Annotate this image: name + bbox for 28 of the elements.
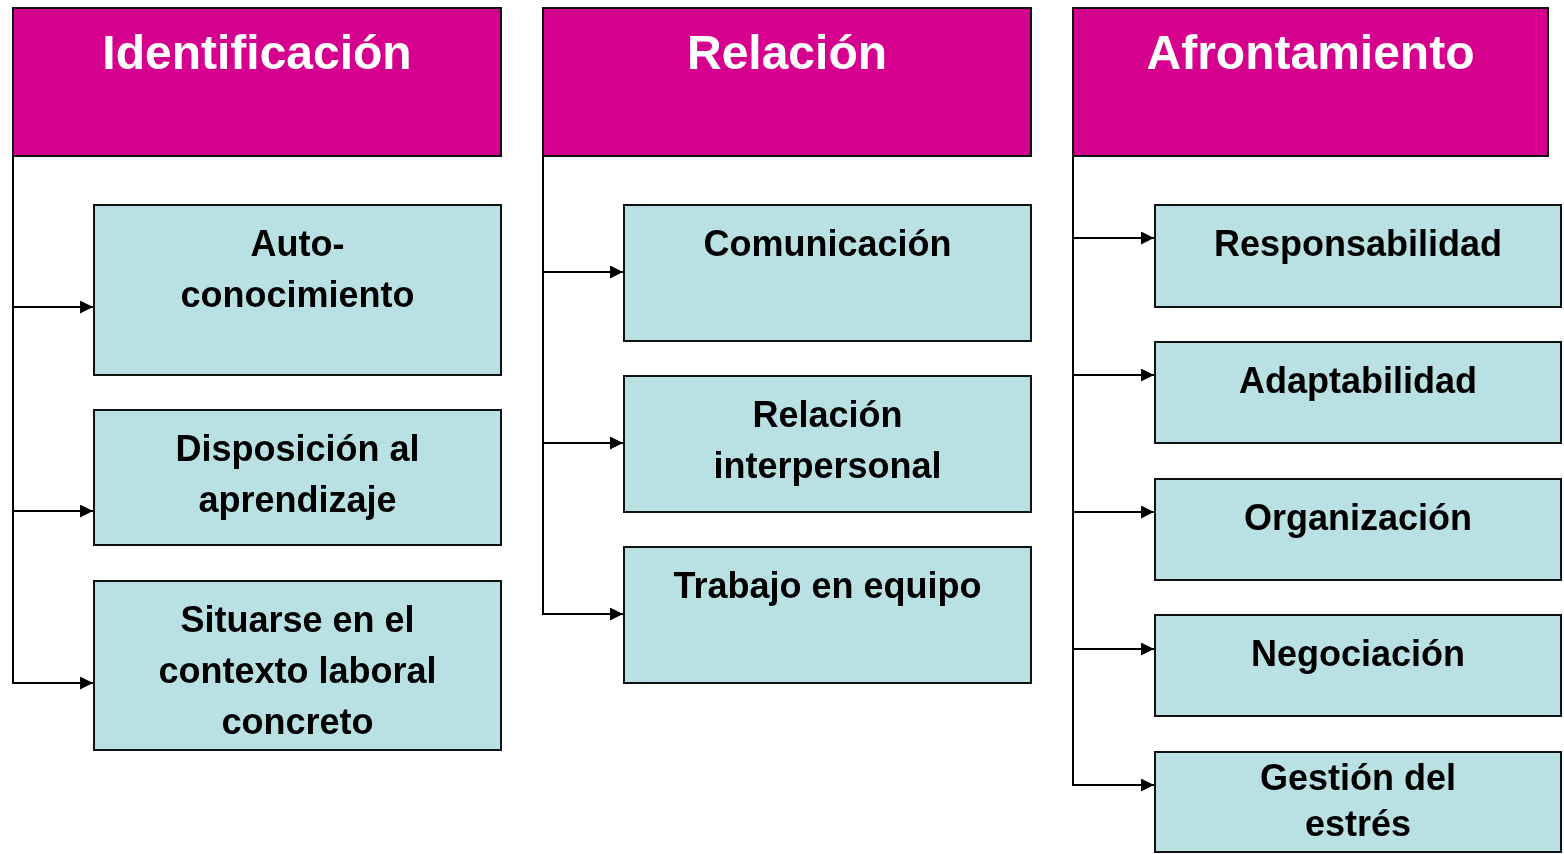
skill-label: Organización — [1243, 496, 1472, 540]
skill-box — [623, 204, 1032, 342]
category-header — [542, 7, 1032, 157]
skill-box — [1154, 751, 1562, 853]
skill-label: Negociación — [1250, 632, 1466, 676]
skill-box — [93, 409, 502, 546]
skill-label: Situarse en el contexto laboral concreto — [157, 598, 438, 744]
category-header — [1072, 7, 1549, 157]
skill-box — [1154, 614, 1562, 717]
skill-box — [1154, 478, 1562, 581]
category-header — [12, 7, 502, 157]
skill-box — [1154, 204, 1562, 308]
skill-label: Trabajo en equipo — [673, 564, 982, 608]
skill-box — [93, 580, 502, 751]
skill-label: Adaptabilidad — [1239, 359, 1477, 403]
header-title: Identificación — [102, 25, 412, 80]
skill-label: Disposición al aprendizaje — [174, 427, 421, 522]
skill-box — [1154, 341, 1562, 444]
skill-label: Auto- conocimiento — [179, 222, 416, 317]
skill-box — [623, 546, 1032, 684]
skill-label: Gestión del estrés — [1259, 756, 1457, 846]
skill-label: Responsabilidad — [1213, 222, 1503, 266]
skill-label: Comunicación — [703, 222, 952, 266]
skill-box — [93, 204, 502, 376]
skill-label: Relación interpersonal — [712, 393, 943, 488]
header-title: Afrontamiento — [1146, 25, 1475, 80]
skill-box — [623, 375, 1032, 513]
header-title: Relación — [686, 25, 888, 80]
